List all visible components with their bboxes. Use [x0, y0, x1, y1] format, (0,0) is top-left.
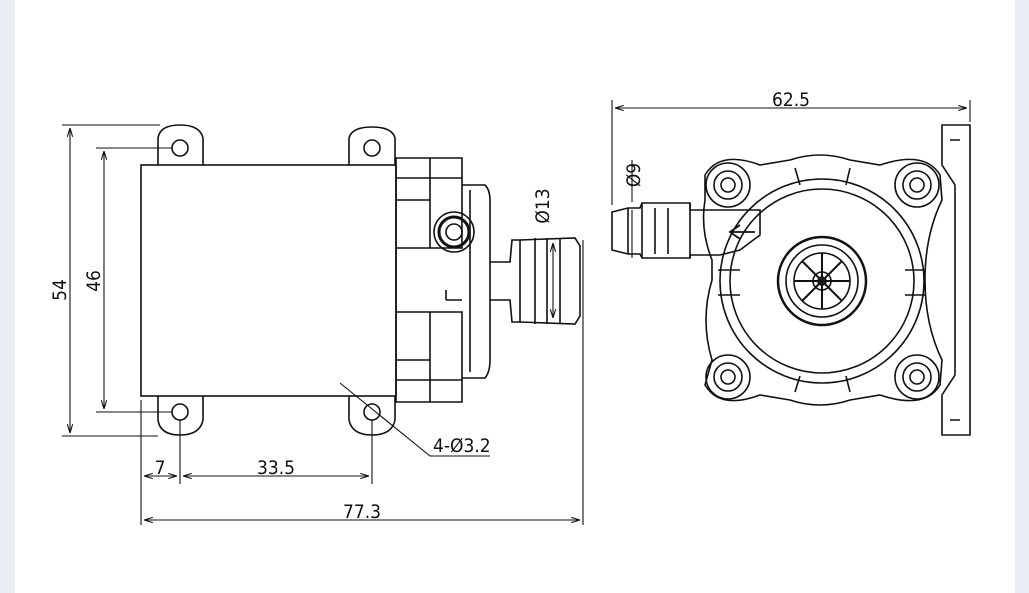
pump-housing	[702, 154, 943, 406]
motor-body	[140, 164, 397, 397]
front-view-labels: 62.5 Ø9	[623, 89, 810, 187]
pump-head-lower	[395, 311, 463, 403]
dim-overall-length: 77.3	[343, 501, 381, 523]
dim-outlet-diameter: Ø13	[532, 188, 554, 223]
mount-hole-top-right	[363, 139, 381, 157]
dim-mounting-holes: 4-Ø3.2	[433, 435, 491, 457]
flow-arrow	[728, 224, 755, 240]
pump-flange	[462, 184, 491, 379]
dim-hole-spacing-vertical: 46	[83, 270, 105, 292]
mount-hole-top-left	[171, 139, 189, 157]
dim-overall-width: 62.5	[772, 89, 810, 111]
lug-top-right	[348, 126, 396, 165]
outlet-barb	[490, 239, 521, 323]
impeller-ring	[776, 235, 868, 327]
drawing-sheet	[15, 0, 1015, 593]
side-view-labels: 54 46 7 33.5 77.3 Ø13 4-Ø3.2	[49, 188, 554, 523]
dim-hole-spacing-horizontal: 33.5	[257, 457, 295, 479]
pump-head-upper	[395, 157, 463, 249]
dim-overall-height: 54	[49, 279, 71, 301]
dim-hole-edge-offset: 7	[155, 457, 166, 479]
dim-inlet-diameter: Ø9	[623, 163, 645, 187]
side-view-dimensions	[62, 124, 584, 525]
lug-top-left	[157, 124, 204, 165]
mount-hole-bottom-right	[363, 403, 381, 421]
side-view	[140, 124, 581, 436]
front-view	[611, 124, 971, 436]
inlet-nozzle	[611, 202, 761, 259]
inlet-boss	[433, 211, 475, 253]
volute-outer	[719, 178, 925, 384]
front-view-dimensions	[611, 100, 971, 258]
mounting-rail	[941, 124, 971, 436]
mount-hole-bottom-left	[171, 403, 189, 421]
